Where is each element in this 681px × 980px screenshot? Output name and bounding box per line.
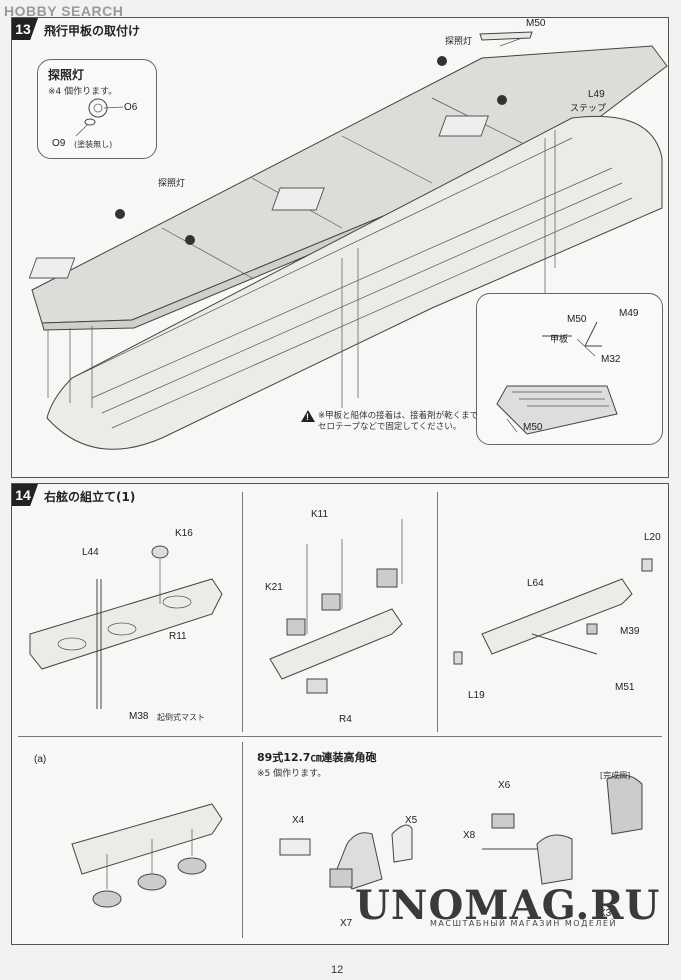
x6-label: X6 [498,780,511,791]
warning-icon [301,410,315,422]
detail-deck-label: 甲板 [550,334,569,344]
part-o9-label: O9 [52,138,66,149]
x4-label: X4 [292,815,305,826]
step-14-panel: 14 右舷の組立て(1) [11,483,669,945]
l64-label: L64 [527,578,544,589]
divider-h [18,736,662,737]
unomag-watermark: UNOMAG.RU [355,882,661,929]
m51-label: M51 [615,682,635,693]
step-13-panel: 13 飛行甲板の取付け 探照灯 ※4 個作ります。 O6 O9 (塗装無し) [11,17,669,478]
warning-icon-mark: ! [306,412,309,422]
l44-label: L44 [82,547,99,558]
l20-label: L20 [644,532,661,543]
r4-label: R4 [339,714,352,725]
glue-warning-text: ※甲板と船体の接着は、接着剤が乾くまでセロテープなどで固定してください。 [318,411,479,432]
searchlight-inset: 探照灯 ※4 個作ります。 O6 O9 (塗装無し) [37,59,157,159]
deck-assembly-drawing [28,31,668,450]
x3-label: X3 [599,908,612,919]
k16-label: K16 [175,528,193,539]
finished-view-label: [完成図] [600,771,631,780]
searchlight-title: 探照灯 [48,68,85,82]
detail-m32-label: M32 [601,354,621,365]
part-o6-label: O6 [124,102,138,113]
m50-label: M50 [526,18,546,29]
x5-label: X5 [405,815,418,826]
step-13-title: 飛行甲板の取付け [44,24,141,38]
catwalk-detail-inset: M50 M49 甲板 M32 M50 [476,293,663,445]
divider-v1 [242,492,243,732]
step-13-badge: 13 [12,18,38,40]
l49-label: L49 [588,89,605,100]
step-14-title: 右舷の組立て(1) [44,490,136,504]
sub-step-a-label: (a) [34,754,47,765]
l19-label: L19 [468,690,485,701]
searchlight-label-top: 探照灯 [445,36,473,46]
step-14-drawings [29,519,653,908]
divider-v3 [242,742,243,938]
step-ladder-label: ステップ [570,103,607,113]
detail-m50-label: M50 [567,314,587,325]
hobby-search-watermark: HOBBY SEARCH [4,3,124,19]
detail-m49-label: M49 [619,308,639,319]
aa-gun-note: ※5 個作ります。 [257,769,327,779]
catwalk-detail-drawing [496,321,618,435]
aa-gun-title: 89式12.7㎝連装高角砲 [257,751,377,764]
k21-label: K21 [265,582,283,593]
step-14-badge: 14 [12,484,38,506]
m38-label: M38 [129,711,149,722]
no-paint-note: (塗装無し) [74,140,113,149]
m39-label: M39 [620,626,640,637]
searchlight-label-left: 探照灯 [158,178,186,188]
searchlight-parts-drawing [75,98,124,137]
x8-label: X8 [463,830,476,841]
k11-label: K11 [311,509,329,520]
r11-label: R11 [169,631,187,642]
page-number: 12 [331,964,344,976]
detail-m50-bottom-label: M50 [523,422,543,433]
unomag-watermark-subtitle: МАСШТАБНЫЙ МАГАЗИН МОДЕЛЕЙ [430,919,617,928]
folding-mast-note: 起倒式マスト [157,713,205,722]
divider-v2 [437,492,438,732]
x7-label: X7 [340,918,353,929]
searchlight-note: ※4 個作ります。 [48,87,118,97]
